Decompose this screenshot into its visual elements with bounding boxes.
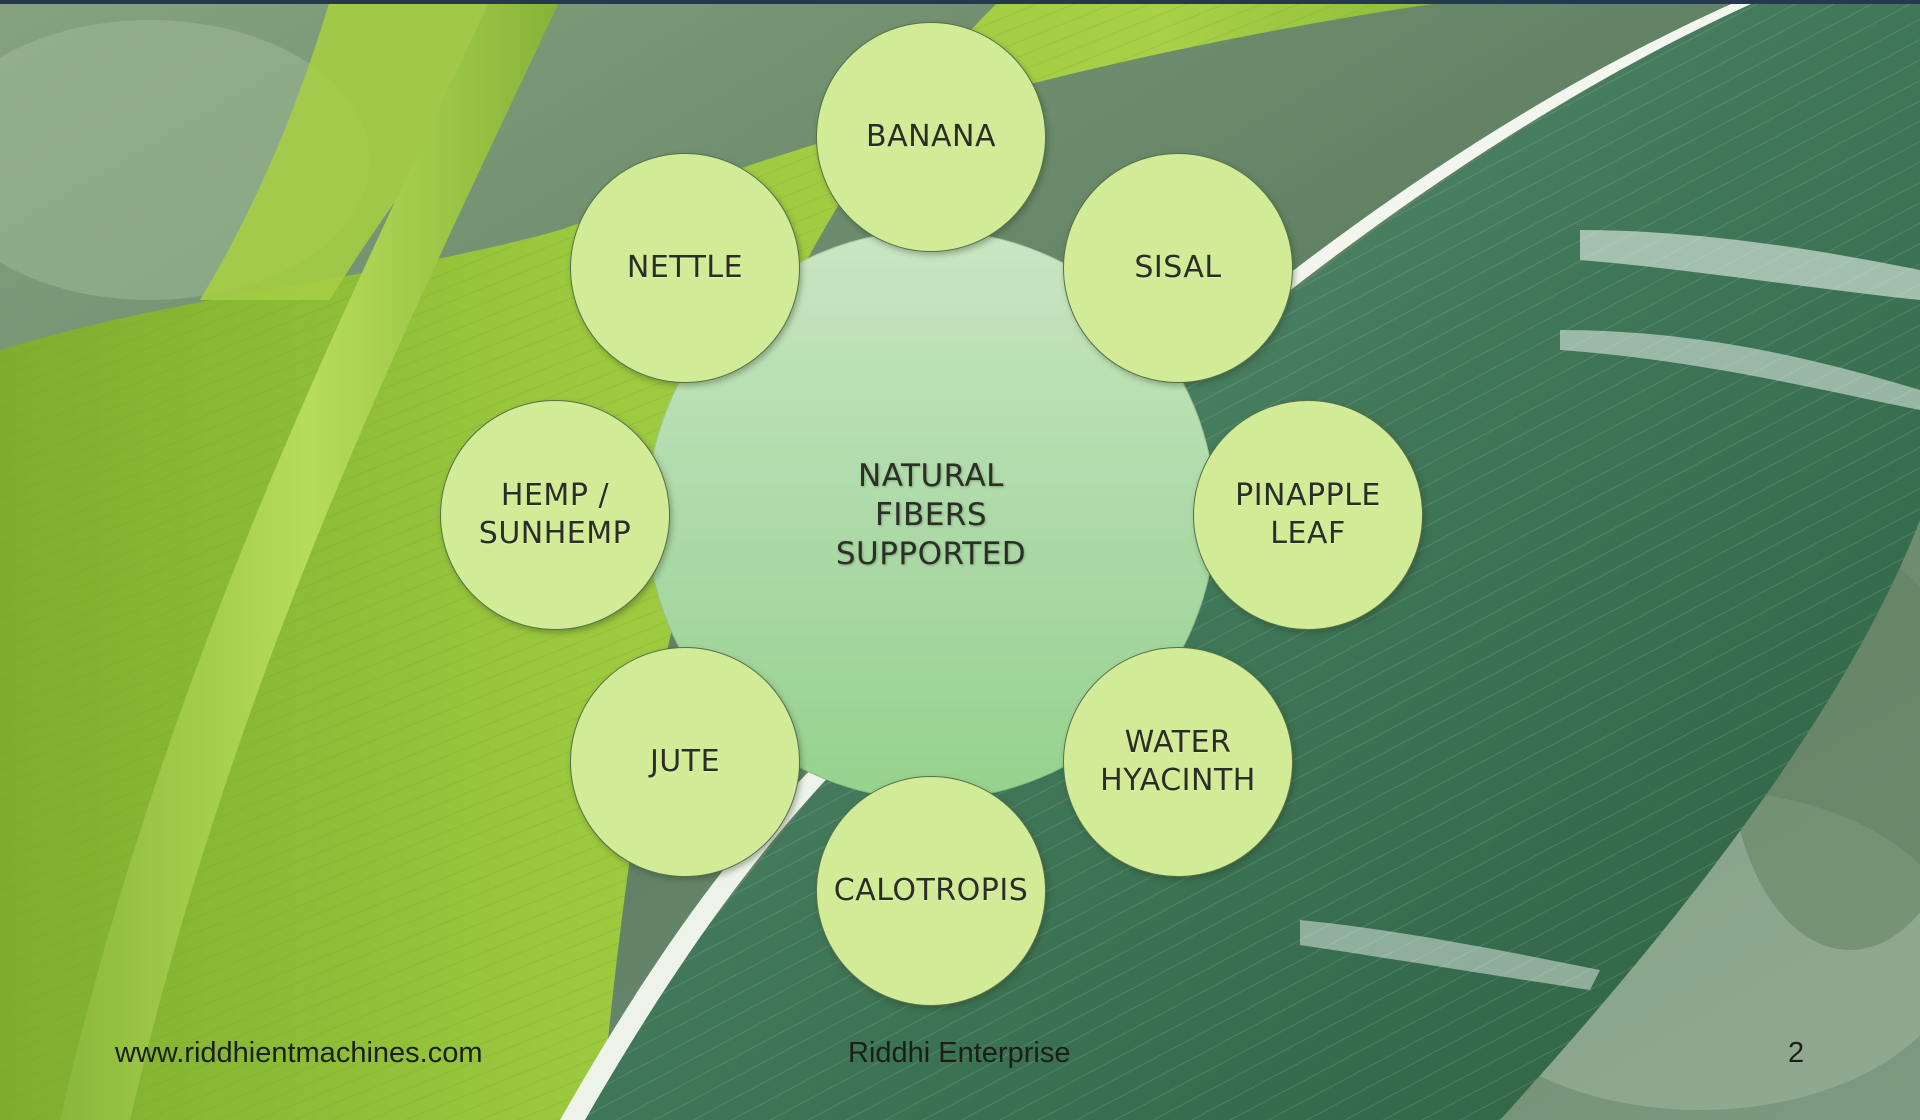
- fiber-node-water-hyacinth: WATER HYACINTH: [1063, 647, 1293, 877]
- footer-page-number: 2: [1788, 1037, 1804, 1070]
- fiber-label: CALOTROPIS: [834, 872, 1029, 910]
- fiber-label: PINAPPLE LEAF: [1235, 477, 1381, 553]
- fiber-label: SISAL: [1134, 249, 1221, 287]
- center-hub-label: NATURAL FIBERS SUPPORTED: [801, 457, 1061, 574]
- fiber-label: WATER HYACINTH: [1100, 724, 1256, 800]
- top-accent-bar: [0, 0, 1920, 4]
- fiber-node-banana: BANANA: [816, 22, 1046, 252]
- fiber-label: JUTE: [650, 743, 720, 781]
- fiber-node-jute: JUTE: [570, 647, 800, 877]
- fiber-node-calotropis: CALOTROPIS: [816, 776, 1046, 1006]
- footer-website: www.riddhientmachines.com: [115, 1037, 482, 1070]
- footer-company: Riddhi Enterprise: [848, 1037, 1070, 1070]
- fiber-node-sisal: SISAL: [1063, 153, 1293, 383]
- fiber-label: NETTLE: [627, 249, 743, 287]
- fiber-node-hemp-sunhemp: HEMP / SUNHEMP: [440, 400, 670, 630]
- fiber-node-pinapple-leaf: PINAPPLE LEAF: [1193, 400, 1423, 630]
- fiber-node-nettle: NETTLE: [570, 153, 800, 383]
- fiber-label: HEMP / SUNHEMP: [479, 477, 631, 553]
- fiber-label: BANANA: [866, 118, 996, 156]
